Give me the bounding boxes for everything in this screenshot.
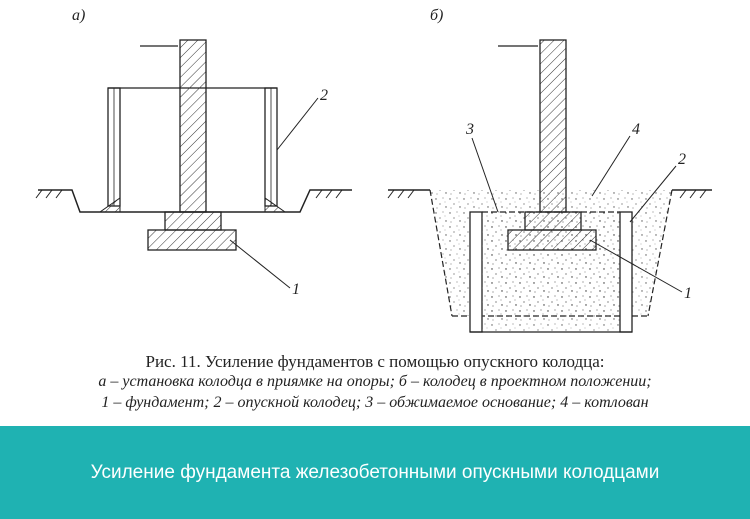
panel-b: б) 3 4 2 bbox=[387, 7, 712, 333]
callout-1-leader-a bbox=[229, 239, 291, 289]
foundation-base-b bbox=[507, 229, 597, 251]
panel-a-label: а) bbox=[72, 7, 85, 24]
callout-2-leader-a bbox=[276, 97, 319, 151]
callout-4-leader-b bbox=[591, 135, 631, 197]
panel-a: а) bbox=[35, 7, 352, 298]
foundation-step-b bbox=[524, 211, 582, 231]
caisson-wall-left-b bbox=[469, 211, 483, 333]
foundation-base-a bbox=[147, 229, 237, 251]
caisson-wall-left-a bbox=[107, 87, 121, 207]
column-a bbox=[179, 39, 207, 213]
callout-3-b: 3 bbox=[465, 121, 474, 138]
callout-3-leader-b bbox=[471, 137, 499, 213]
excavation-left-slope-b bbox=[429, 189, 453, 317]
ground-hatch-a bbox=[35, 189, 343, 199]
callout-4-b: 4 bbox=[632, 121, 640, 138]
callout-1-a: 1 bbox=[292, 281, 300, 298]
callout-2-leader-b bbox=[629, 165, 677, 223]
banner-title: Усиление фундамента железобетонными опус… bbox=[90, 461, 660, 483]
ground-hatch-b bbox=[387, 189, 707, 199]
support-left-a bbox=[98, 197, 121, 213]
figure-caption-line-1: а – установка колодца в приямке на опоры… bbox=[98, 373, 652, 390]
column-b bbox=[539, 39, 567, 213]
figure-caption-title: Рис. 11. Усиление фундаментов с помощью … bbox=[145, 352, 605, 371]
callout-2-b: 2 bbox=[678, 151, 686, 168]
figure-drawing: а) bbox=[35, 7, 712, 333]
caisson-wall-right-b bbox=[619, 211, 633, 333]
excavation-right-slope-b bbox=[647, 189, 673, 317]
callout-1-b: 1 bbox=[684, 285, 692, 302]
callout-1-leader-b bbox=[589, 239, 683, 293]
caisson-wall-right-a bbox=[264, 87, 278, 207]
title-banner: Усиление фундамента железобетонными опус… bbox=[0, 426, 750, 519]
figure-caption-line-2: 1 – фундамент; 2 – опускной колодец; 3 –… bbox=[101, 394, 649, 411]
panel-b-label: б) bbox=[430, 7, 443, 24]
callout-2-a: 2 bbox=[320, 87, 328, 104]
support-right-a bbox=[264, 197, 287, 213]
foundation-step-a bbox=[164, 211, 222, 231]
